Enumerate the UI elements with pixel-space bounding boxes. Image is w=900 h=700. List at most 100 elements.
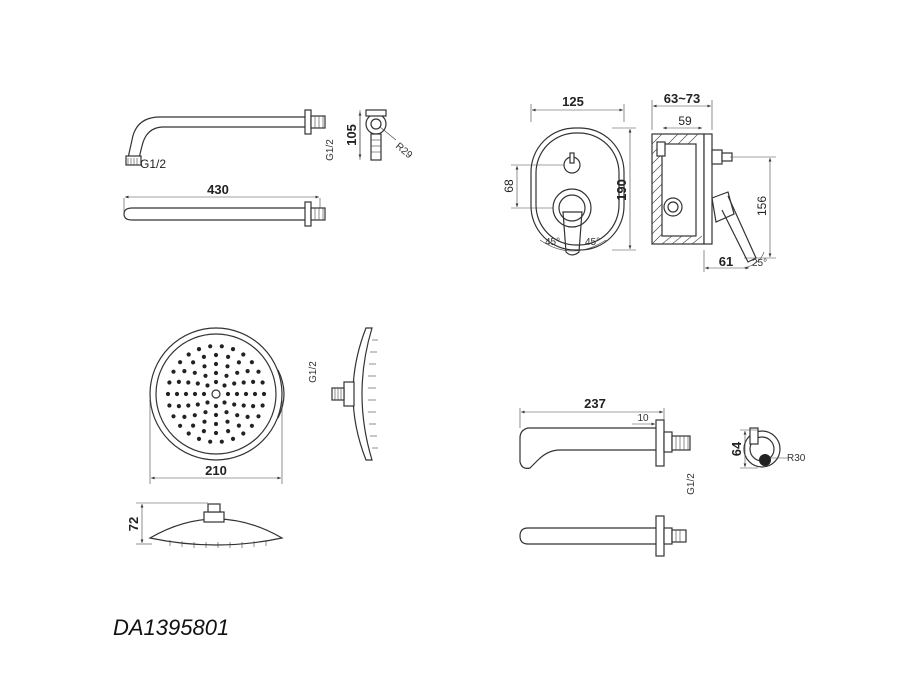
head-side-edge — [277, 369, 285, 419]
mixer-angle-right: 45° — [585, 237, 600, 248]
mixer-handle-angle-label: 25° — [752, 258, 767, 269]
head-nozzle-dot — [249, 423, 254, 428]
head-nozzle-dot — [195, 381, 200, 386]
head-nozzle-dot — [261, 391, 267, 397]
head-nozzle-dot — [225, 364, 230, 369]
mixer-side-handle-base — [711, 191, 735, 223]
head-nozzle-dot — [201, 354, 206, 359]
shower-arm-drawing: G1/2 430 105 G1/2 R29 — [123, 109, 415, 227]
head-bottom-profile — [148, 518, 284, 546]
shower-head-drawing: 210 G1/2 72 — [126, 327, 378, 548]
head-nozzle-dot — [230, 436, 236, 441]
head-nozzle-dot — [208, 439, 213, 444]
head-nozzle-dot — [219, 344, 224, 349]
head-nozzle-dot — [192, 391, 198, 397]
head-nozzle-dot — [213, 421, 219, 427]
arm-side-thread-label: G1/2 — [325, 139, 336, 161]
head-nozzle-dot — [202, 364, 207, 369]
head-nozzle-dot — [256, 369, 261, 374]
head-nozzle-dot — [191, 423, 196, 428]
spout-side-body — [519, 427, 656, 469]
mixer-wall-plate — [703, 133, 713, 245]
product-code: DA1395801 — [113, 615, 229, 640]
mixer-angle-left: 45° — [545, 237, 560, 248]
head-side-profile — [352, 327, 373, 461]
head-nozzle-dot — [232, 402, 237, 407]
arm-flange — [304, 109, 312, 135]
head-nozzle-dot — [213, 412, 219, 418]
head-nozzle-dot — [235, 413, 240, 418]
head-nozzle-dot — [236, 423, 241, 428]
head-nozzle-dot — [256, 414, 261, 419]
arm-thread — [310, 115, 326, 129]
head-nozzle-dot — [167, 380, 172, 385]
spout-drawing: 237 10 G1/2 64 R30 — [519, 396, 806, 557]
head-nozzle-dot — [260, 403, 265, 408]
mixer-cartridge — [663, 197, 683, 217]
head-center-nozzle — [211, 389, 221, 399]
arm-nozzle — [125, 155, 142, 166]
head-nozzle-dot — [260, 380, 265, 385]
spout-top-body — [519, 527, 656, 545]
head-nozzle-dot — [201, 429, 206, 434]
arm-end-stem — [370, 133, 382, 161]
head-nozzle-dot — [225, 419, 230, 424]
head-nozzle-dot — [213, 370, 219, 376]
head-nozzle-dot — [191, 360, 196, 365]
head-nozzle-dot — [226, 354, 231, 359]
head-nozzle-dot — [241, 380, 246, 385]
head-nozzle-dot — [245, 414, 250, 419]
head-nozzle-dot — [224, 373, 229, 378]
head-nozzle-dot — [186, 431, 191, 436]
head-nozzle-dot — [192, 370, 197, 375]
head-nozzle-dot — [252, 391, 258, 397]
head-nozzle-dot — [167, 403, 172, 408]
head-nozzle-dot — [174, 391, 180, 397]
head-nozzle-dot — [171, 414, 176, 419]
spout-flange-label: 10 — [637, 413, 649, 424]
head-nozzle-dot — [165, 391, 171, 397]
head-nozzle-dot — [243, 391, 249, 397]
head-nozzle-dot — [176, 379, 181, 384]
head-diameter-label: 210 — [205, 463, 227, 478]
mixer-depth-range-label: 63~73 — [664, 91, 701, 106]
head-nozzle-dot — [224, 410, 229, 415]
mixer-handle-offset-label: 61 — [719, 254, 733, 269]
head-nozzle-dot — [205, 383, 210, 388]
head-nozzle-dot — [178, 360, 183, 365]
head-nozzle-dot — [203, 373, 208, 378]
head-nozzle-dot — [219, 439, 224, 444]
head-nozzle-dot — [222, 383, 227, 388]
arm-radius-label: R29 — [393, 141, 414, 162]
head-nozzle-dot — [196, 436, 202, 441]
head-nozzle-dot — [196, 347, 202, 352]
head-nozzle-dot — [226, 429, 231, 434]
head-nozzle-dot — [241, 403, 246, 408]
head-nozzle-dot — [236, 360, 241, 365]
spout-radius-label: R30 — [787, 453, 806, 464]
head-height-label: 72 — [126, 517, 141, 531]
head-nozzle-dot — [182, 414, 187, 419]
head-nozzle-dot — [183, 391, 189, 397]
head-nozzle-dot — [182, 369, 187, 374]
head-nozzle-dot — [241, 352, 246, 357]
head-nozzle-dot — [225, 391, 231, 397]
arm-end-circle — [365, 113, 387, 135]
mixer-side-handle-lever — [721, 195, 757, 263]
arm-thread-label: G1/2 — [140, 157, 166, 171]
head-nozzle-pattern — [165, 344, 267, 444]
head-thread-label: G1/2 — [308, 361, 319, 383]
mixer-drawing: 45° 45° 125 190 68 63~73 59 — [502, 91, 776, 272]
head-bottom-nozzles — [169, 540, 267, 548]
spout-height-label: 64 — [729, 441, 744, 456]
head-nozzle-dot — [213, 379, 219, 385]
head-front-outer — [149, 327, 283, 461]
mixer-height-label: 190 — [614, 179, 629, 201]
head-nozzle-dot — [251, 404, 256, 409]
head-nozzle-dot — [230, 347, 236, 352]
head-nozzle-dot — [171, 369, 176, 374]
head-nozzle-dot — [222, 400, 227, 405]
head-nozzle-dot — [195, 402, 200, 407]
head-nozzle-dot — [208, 344, 213, 349]
